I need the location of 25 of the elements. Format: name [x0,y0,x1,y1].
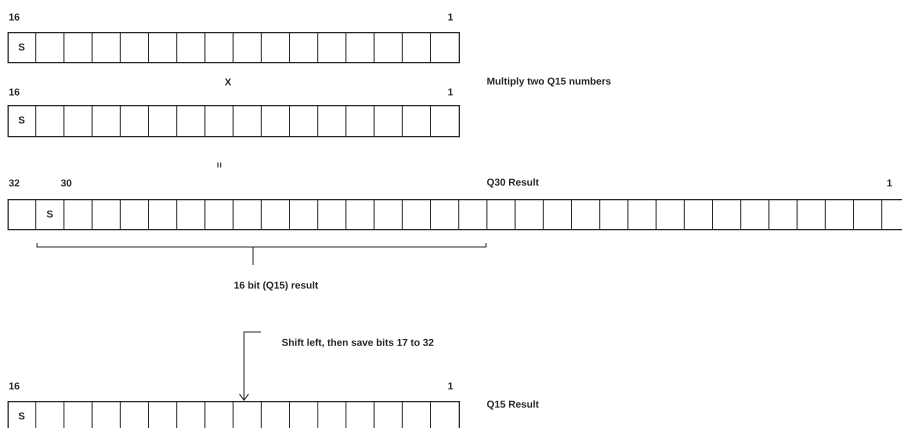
arrow [239,332,262,401]
label-text: X [224,78,232,86]
sign-bit-label: S [18,412,25,420]
bit-number: 1 [448,382,453,390]
bit-number: 1 [887,180,892,186]
register-label: Q15 Result [487,400,539,410]
register-drawing [8,32,460,64]
sign-bit-label: S [46,210,53,218]
label-text: = [217,162,222,168]
sign-bit-label: S [18,116,25,124]
edge-label: Shift left, then save bits 17 to 32 [282,338,434,348]
label-text: 16 bit (Q15) result [234,281,318,291]
label-text: Multiply two Q15 numbers [487,77,611,87]
bit-number: 16 [9,88,20,96]
sign-bit-label: S [18,43,25,51]
register-drawing [8,198,902,230]
register-drawing [8,400,460,428]
bit-number: 1 [448,88,453,96]
bit-number: 16 [9,382,20,390]
bit-number: 30 [60,179,72,187]
bit-number: 1 [448,14,453,20]
register-drawing [8,104,460,138]
bit-number: 16 [9,13,20,21]
bit-number: 32 [8,179,20,187]
register-label: Q30 Result [487,178,539,188]
